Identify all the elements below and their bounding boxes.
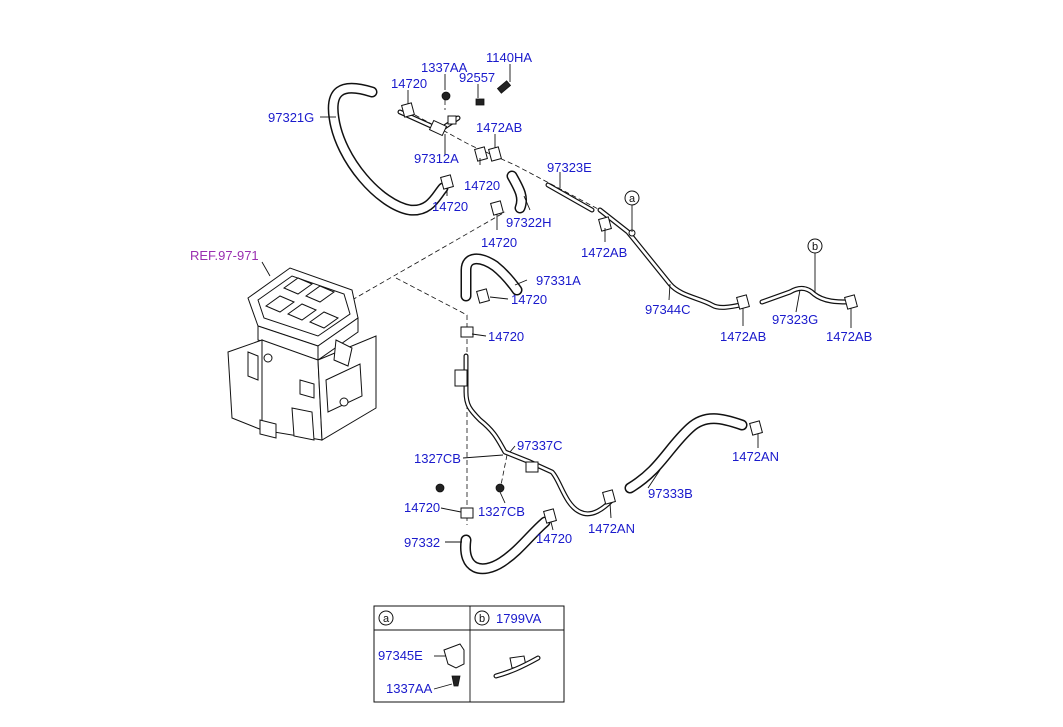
callout-1140HA: 1140HA	[486, 50, 532, 65]
callout-14720: 14720	[481, 235, 517, 250]
legend-b-part: 1799VA	[496, 611, 542, 626]
callout-14720: 14720	[511, 292, 547, 307]
legend-a-marker	[378, 610, 394, 626]
callout-97337C: 97337C	[517, 438, 563, 453]
callout-1472AB: 1472AB	[720, 329, 766, 344]
marker-a-text: a	[629, 193, 636, 205]
callout-97322H: 97322H	[506, 215, 552, 230]
callout-14720: 14720	[488, 329, 524, 344]
clamps	[401, 80, 858, 524]
callout-1472AB: 1472AB	[581, 245, 627, 260]
callout-97332: 97332	[404, 535, 440, 550]
callout-14720: 14720	[391, 76, 427, 91]
hoses	[327, 82, 748, 575]
callout-97331A: 97331A	[536, 273, 581, 288]
callout-97312A: 97312A	[414, 151, 459, 166]
legend-a-marker-text: a	[383, 613, 390, 625]
circle-marker-b: b	[807, 238, 823, 254]
callout-labels: REF.97-971 1140HA 1337AA 92557 14720 973…	[190, 50, 872, 550]
callout-92557: 92557	[459, 70, 495, 85]
callout-1337AA: 1337AA	[421, 60, 468, 75]
callout-97333B: 97333B	[648, 486, 693, 501]
callout-1472AB: 1472AB	[826, 329, 872, 344]
bolt-1337AA	[451, 675, 461, 687]
callout-97344C: 97344C	[645, 302, 691, 317]
callout-14720: 14720	[464, 178, 500, 193]
callout-1472AB: 1472AB	[476, 120, 522, 135]
callout-1472AN: 1472AN	[732, 449, 779, 464]
callout-14720: 14720	[536, 531, 572, 546]
legend-b-marker	[474, 610, 490, 626]
hvac-unit	[227, 267, 377, 441]
callout-97323G: 97323G	[772, 312, 818, 327]
callout-1327CB: 1327CB	[414, 451, 461, 466]
leader-lines	[261, 64, 852, 543]
callout-97323E: 97323E	[547, 160, 592, 175]
legend-table: a b 1799VA 97345E 1337AA	[373, 605, 565, 703]
callout-1327CB: 1327CB	[478, 504, 525, 519]
callout-1472AN: 1472AN	[588, 521, 635, 536]
reference-label: REF.97-971	[190, 248, 259, 263]
legend-a-part-1: 97345E	[378, 648, 423, 663]
marker-b-text: b	[812, 241, 818, 253]
legend-b-marker-text: b	[479, 613, 485, 625]
callout-14720: 14720	[404, 500, 440, 515]
pipes	[397, 109, 851, 517]
bracket-97345E	[443, 643, 465, 669]
callout-97321G: 97321G	[268, 110, 314, 125]
callout-14720: 14720	[432, 199, 468, 214]
circle-marker-a: a	[624, 190, 640, 206]
legend-a-part-2: 1337AA	[386, 681, 433, 696]
